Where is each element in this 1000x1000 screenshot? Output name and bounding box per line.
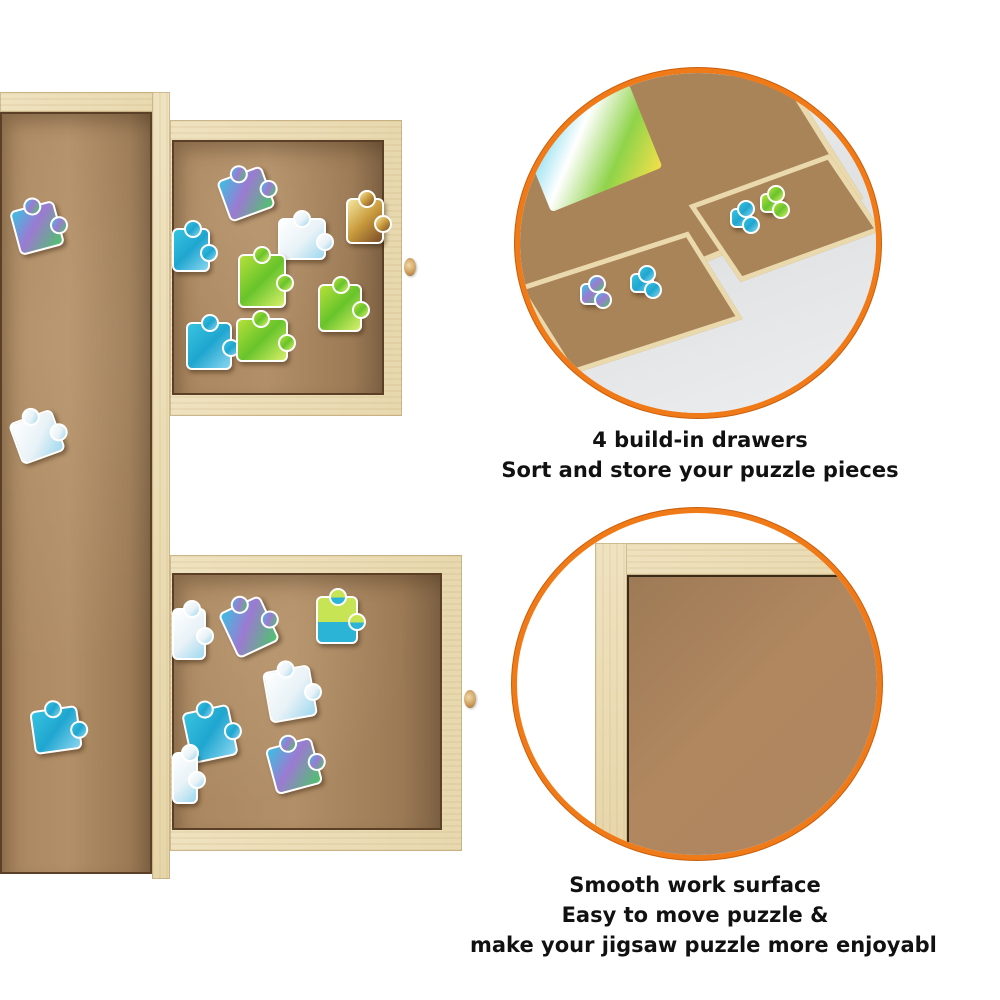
drawers-caption: 4 build-in drawers Sort and store your p… — [480, 425, 920, 485]
surface-frame-left — [595, 543, 627, 855]
puzzle-piece — [580, 275, 612, 310]
puzzle-piece — [236, 310, 296, 362]
puzzle-piece — [29, 704, 83, 756]
puzzle-piece — [760, 185, 790, 219]
surface-caption-line-1: Smooth work surface — [569, 873, 821, 897]
drawers-feature-image — [515, 68, 881, 418]
board-frame-right-stile — [152, 92, 170, 879]
puzzle-piece — [172, 744, 206, 804]
surface-caption-line-3: make your jigsaw puzzle more enjoyabl — [470, 933, 937, 957]
drawers-caption-line-1: 4 build-in drawers — [592, 428, 808, 452]
puzzle-piece — [630, 265, 662, 299]
surface-cork-closeup — [627, 575, 877, 855]
surface-caption-line-2: Easy to move puzzle & — [561, 903, 829, 927]
lower-drawer-knob[interactable] — [464, 690, 476, 708]
surface-feature-image — [512, 508, 882, 860]
puzzle-piece — [318, 276, 370, 332]
puzzle-piece — [278, 210, 334, 260]
puzzle-piece — [261, 664, 319, 724]
puzzle-board-product-image — [0, 0, 480, 1000]
surface-caption: Smooth work surface Easy to move puzzle … — [470, 870, 937, 960]
puzzle-piece — [730, 200, 760, 234]
puzzle-piece — [186, 314, 240, 370]
drawers-caption-line-2: Sort and store your puzzle pieces — [501, 458, 899, 482]
puzzle-piece — [316, 588, 366, 644]
puzzle-piece — [172, 600, 214, 660]
board-frame-top — [0, 92, 170, 112]
puzzle-piece — [172, 220, 218, 272]
upper-drawer-knob[interactable] — [404, 258, 416, 276]
puzzle-piece — [346, 190, 392, 244]
puzzle-piece — [238, 246, 294, 308]
surface-frame-top — [595, 543, 877, 575]
